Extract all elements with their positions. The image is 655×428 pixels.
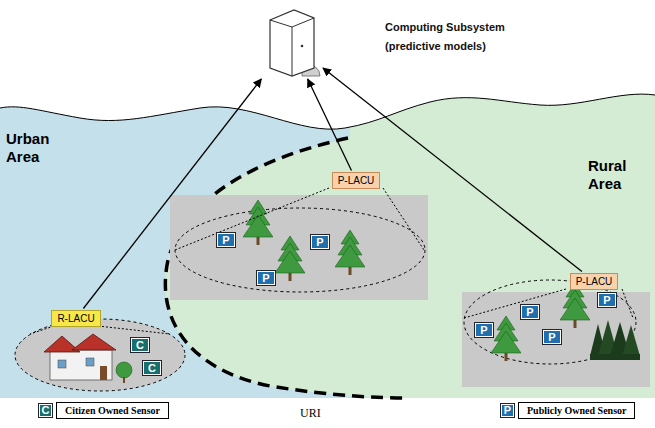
sensor-letter: P xyxy=(311,235,329,249)
lacu-box: R-LACU xyxy=(51,310,100,327)
sensor-box: P xyxy=(310,234,330,250)
sensor-box: P xyxy=(474,322,494,338)
computing-subsystem: Computing Subsystem (predictive models) xyxy=(258,6,322,78)
region-edge xyxy=(0,94,655,129)
sensor-box: C xyxy=(130,337,150,353)
area-label: Urban Area xyxy=(6,130,64,166)
sky-ground xyxy=(0,0,655,129)
sensor-cluster-outline xyxy=(175,208,425,292)
lacu-box: P-LACU xyxy=(332,172,381,189)
sensor-box: P xyxy=(216,232,236,248)
forest-icon xyxy=(590,320,640,360)
tree-icon xyxy=(335,230,365,275)
lacu-label: P-LACU xyxy=(338,174,375,187)
tree-icon xyxy=(491,316,521,361)
legend-letter: P xyxy=(501,404,514,417)
sensor-letter: P xyxy=(521,305,539,319)
uplink-arrow xyxy=(83,79,261,309)
sensor-letter: C xyxy=(143,361,161,375)
sensor-letter: C xyxy=(131,338,149,352)
legend-swatch: P xyxy=(500,403,515,418)
home-cluster-outline xyxy=(15,319,185,391)
uplink-arrow xyxy=(308,79,352,171)
sensor-box: P xyxy=(256,270,276,286)
area-label: URI xyxy=(300,406,321,420)
legend-text: Publicly Owned Sensor xyxy=(518,402,635,419)
sensor-box: P xyxy=(542,329,562,345)
lacu-label: P-LACU xyxy=(576,275,613,288)
tree-icon xyxy=(275,236,305,281)
forest-patch xyxy=(170,195,428,300)
server-icon xyxy=(258,6,322,78)
legend-item: C Citizen Owned Sensor xyxy=(38,402,169,419)
lacu-label: R-LACU xyxy=(57,312,94,325)
legend-letter: C xyxy=(39,404,52,417)
legend-swatch: C xyxy=(38,403,53,418)
legend-item: P Publicly Owned Sensor xyxy=(500,402,635,419)
sensor-letter: P xyxy=(217,233,235,247)
legend-text: Citizen Owned Sensor xyxy=(56,402,169,419)
uplink-arrow xyxy=(323,68,582,272)
sensor-box: P xyxy=(520,304,540,320)
area-label: Rural Area xyxy=(588,157,650,193)
lacu-box: P-LACU xyxy=(570,273,619,290)
sensor-box: P xyxy=(597,292,617,308)
sensor-letter: P xyxy=(598,293,616,307)
sensor-letter: P xyxy=(257,271,275,285)
node-heading: Computing Subsystem (predictive models) xyxy=(385,18,525,56)
sensor-box: C xyxy=(142,360,162,376)
house-icon xyxy=(44,334,132,383)
sensor-letter: P xyxy=(475,323,493,337)
forest-patch xyxy=(462,292,650,387)
tree-icon xyxy=(243,200,273,245)
sensor-letter: P xyxy=(543,330,561,344)
